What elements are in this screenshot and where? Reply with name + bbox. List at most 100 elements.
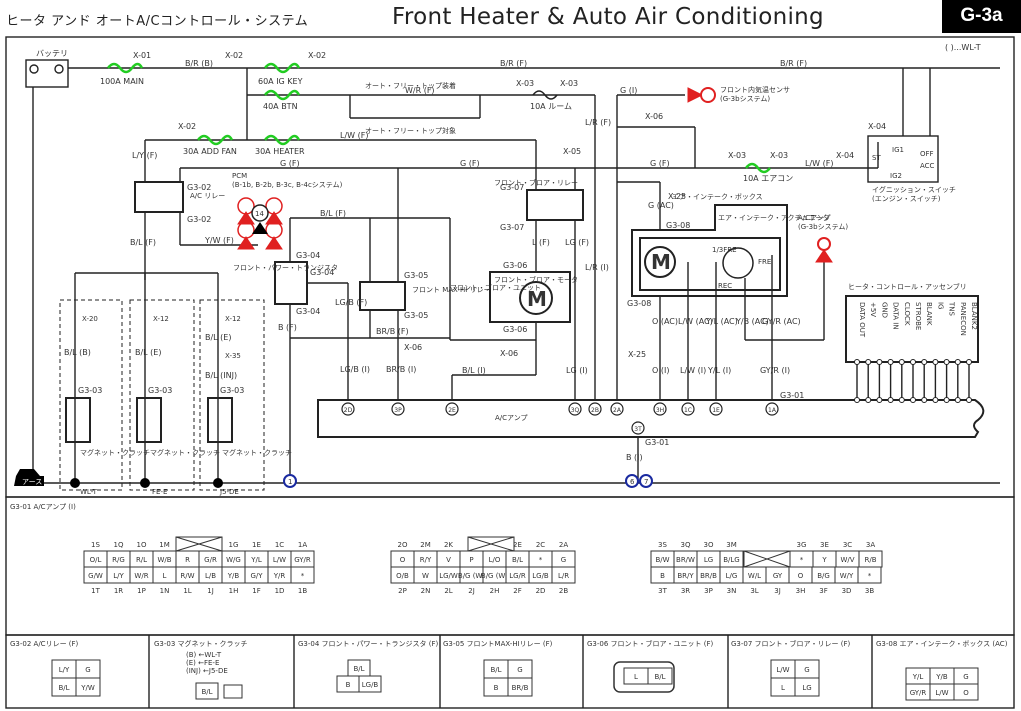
pin-color-code: BR/Y [677,572,694,580]
label-front-blower-relay: フロント・ブロア・リレー [494,178,578,187]
amp-pin-2E [445,402,459,416]
pin-color-code: B [660,572,665,580]
pin-number: 2E [513,541,522,549]
pin-color-code: BR/B [512,684,529,692]
amp-pin-label: 1C [684,407,692,414]
fuse-label-ig-key: 60A IG KEY [258,77,303,86]
pin-color-code: B [494,684,499,692]
ref-g301-b: G3-01 [645,438,669,447]
pin-color-code: W/R [134,572,148,580]
label-heater-control-assy: ヒータ・コントロール・アッセンブリ [848,282,967,291]
pin-number: 2O [398,541,408,549]
pin-number: 3L [750,587,758,595]
ground-ref-1 [283,474,297,488]
conn-x04-b: X-04 [868,122,886,131]
pin-color-code: G [963,673,968,681]
wire-label: G (AC) [648,201,674,210]
label-front-blower-unit: フロント・ブロア・ユニット [450,283,541,292]
label-ignition-switch-sub: (エンジン・スイッチ) [872,195,941,203]
label-ac-relay: A/C リレー [190,192,225,200]
pin-color-code: O [963,689,969,697]
pin-color-code: O [400,556,406,564]
ref-g308-b: G3-08 [627,299,651,308]
amp-pin-label: 1E [712,407,720,414]
pin-terminal [966,359,972,365]
pin-color-code: W [422,572,429,580]
pin-cell [647,667,673,685]
ref-g307-b: G3-07 [500,223,524,232]
conn-x25-a: X-25 [668,192,686,201]
ground-ref-7 [639,474,653,488]
conn-x12-a: X-12 [153,315,169,323]
label-fre: FRE [758,258,771,266]
ig-pos-ig1: IG1 [892,146,904,154]
pcm-ref-circle [251,204,269,222]
conn-x12-b: X-12 [225,315,241,323]
pin-number: 3M [726,541,737,549]
wire-label: B/L (E) [205,333,231,342]
amp-connector-arrow [815,249,833,263]
heater-control-pin-label: GND [880,302,888,318]
pin-number: 3D [842,587,852,595]
pin-color-code: * [868,572,872,580]
conn-x04-a: X-04 [836,151,854,160]
pin-number: 2L [444,587,452,595]
heater-control-pin-label: STROBE [914,302,922,330]
heater-control-pin-label: DATA OUT [858,302,866,338]
conn-view-title-g308: G3-08 エア・インテーク・ボックス (AC) [876,640,1008,648]
pin-color-code: B/L [58,684,69,692]
pin-color-code: O [798,572,804,580]
pin-color-code: L/R [558,572,569,580]
amp-pin-label: 3T [634,426,642,433]
wire-label: LG (I) [566,366,588,375]
pin-color-code: R [185,556,190,564]
wire-label: L/Y (F) [132,151,157,160]
fuse-10a-room [532,90,558,100]
fuse-label-aircon: 10A エアコン [743,174,793,183]
pin-color-code: B/LG [723,556,740,564]
pin-color-code: * [301,572,305,580]
g306-housing [613,661,675,693]
pin-terminal [954,359,961,365]
pin-number: 2C [536,541,545,549]
wire-label: LG/B (I) [340,365,370,374]
pin-color-code: Y/B [935,673,948,681]
wire-label: GY/R (I) [760,366,790,375]
pin-number: 2M [420,541,431,549]
heater-control-pin-label: TNS [948,301,956,317]
ground-ref-6 [625,474,639,488]
pin-terminal [887,359,894,365]
pin-color-code: G [517,666,522,674]
pin-terminal [921,359,928,365]
pin-terminal [898,359,905,365]
pin-number: 3F [819,587,827,595]
label-magnet-clutch-2: マグネット・クラッチ [150,448,220,457]
pin-color-code: GY/R [294,556,311,564]
wire-label: B (I) [626,453,643,462]
wire-label: GY/R (AC) [762,317,801,326]
pin-cell [75,677,101,697]
ig-pos-ig2: IG2 [890,172,902,180]
amp-pin-1E [709,402,723,416]
amp-pin-2D [341,402,355,416]
front-max-hi-relay [359,281,406,311]
pin-cell [857,566,882,584]
g303-note-1: (B) ←WL-T [186,651,222,659]
pin-color-code: W/B [157,556,171,564]
g303-note-2: (E) ←FE-E [186,659,219,667]
wire-label: Y/B (AC) [735,317,769,326]
legend-note: ( )...WL-T [945,43,981,52]
conn-view-title-g305: G3-05 フロントMAX-HIリレー (F) [443,640,553,648]
pin-color-code: B/G (W) [481,572,508,580]
label-variant-fee: FE-E [152,488,167,496]
pin-color-code: B [346,681,351,689]
wire-label: B/L (E) [135,348,161,357]
wire-label: G (F) [460,159,480,168]
conn-x03-d: X-03 [770,151,788,160]
amp-pin-2B [588,402,602,416]
